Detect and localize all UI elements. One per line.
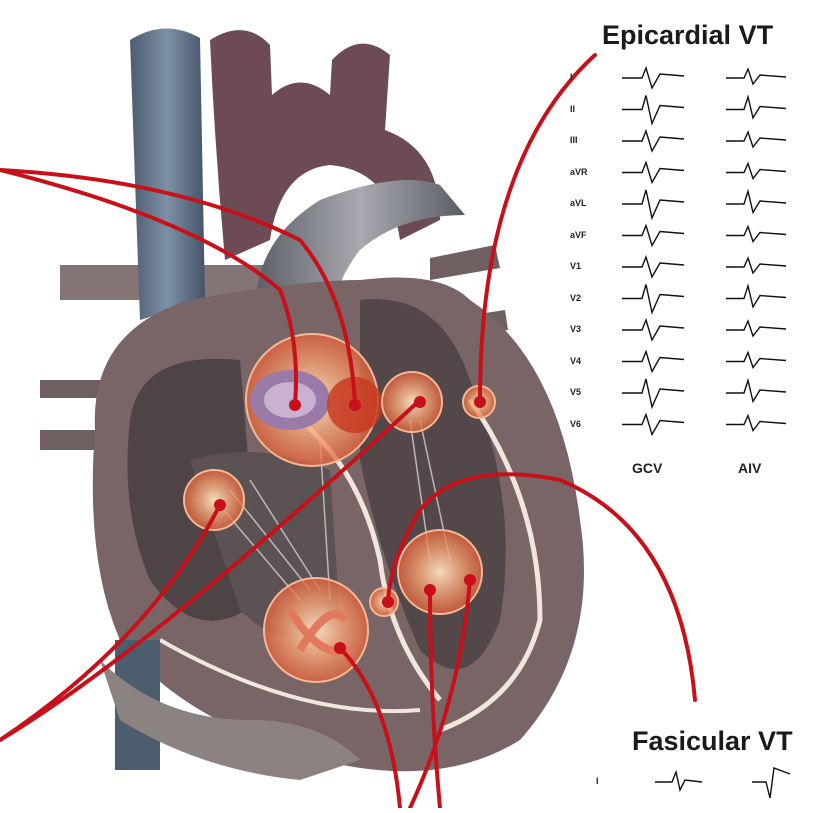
gcv-trace xyxy=(622,320,684,340)
lead-label: aVL xyxy=(570,198,600,208)
gcv-trace xyxy=(622,226,684,246)
lead-label: aVF xyxy=(570,230,600,240)
tricuspid-highlight xyxy=(184,470,244,530)
aiv-trace xyxy=(726,353,786,368)
gcv-trace xyxy=(622,379,684,407)
ecg-traces xyxy=(622,68,786,435)
gcv-trace xyxy=(622,285,684,313)
fascicular-vt-title: Fasicular VT xyxy=(632,726,793,757)
gcv-trace xyxy=(622,352,684,372)
lead-label: V5 xyxy=(570,387,600,397)
aiv-trace xyxy=(726,416,786,431)
aiv-trace xyxy=(726,191,786,212)
lead-label: V3 xyxy=(570,324,600,334)
gcv-column-label: GCV xyxy=(632,460,662,476)
lead-label: V4 xyxy=(570,356,600,366)
gcv-trace xyxy=(622,190,684,218)
gcv-trace xyxy=(622,131,684,151)
gcv-trace xyxy=(622,415,684,435)
lead-label: III xyxy=(570,135,600,145)
gcv-trace xyxy=(622,96,684,124)
aiv-trace xyxy=(726,69,786,84)
lead-label: I xyxy=(570,72,600,82)
gcv-trace xyxy=(622,68,684,88)
aiv-trace xyxy=(726,227,786,242)
lead-label: aVR xyxy=(570,167,600,177)
lead-label: II xyxy=(570,104,600,114)
aiv-trace xyxy=(726,321,786,336)
aiv-trace xyxy=(726,258,786,273)
aiv-trace xyxy=(726,97,786,118)
lvot-highlight xyxy=(382,372,442,432)
gcv-trace xyxy=(622,257,684,277)
lead-label: V1 xyxy=(570,261,600,271)
aiv-trace xyxy=(726,164,786,179)
fascicular-ecg xyxy=(655,768,790,798)
epicardial-vt-title: Epicardial VT xyxy=(602,20,773,51)
aiv-column-label: AIV xyxy=(738,460,761,476)
lead-label: V6 xyxy=(570,419,600,429)
aiv-trace xyxy=(726,380,786,401)
pulmonary-valve-inner xyxy=(264,382,316,418)
aiv-trace xyxy=(726,286,786,307)
superior-vena-cava xyxy=(130,28,205,320)
gcv-trace xyxy=(622,163,684,183)
aiv-trace xyxy=(726,132,786,147)
fascicular-lead-label: I xyxy=(596,776,599,786)
lead-label: V2 xyxy=(570,293,600,303)
